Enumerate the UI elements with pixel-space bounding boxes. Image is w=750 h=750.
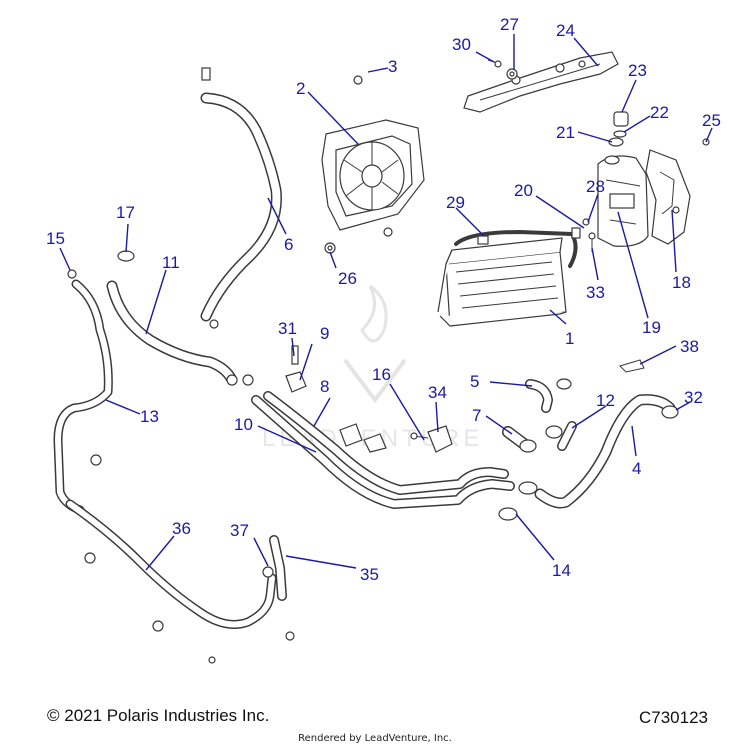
callout-35: 35: [360, 565, 379, 584]
callout-23: 23: [628, 61, 647, 80]
callout-18: 18: [672, 273, 691, 292]
callout-13: 13: [140, 407, 159, 426]
callout-14: 14: [552, 561, 571, 580]
callout-12: 12: [596, 391, 615, 410]
callout-21: 21: [556, 123, 575, 142]
part-2-fan-shroud: [321, 119, 425, 231]
part-38-tie: [619, 359, 645, 373]
part-17-clamp: [117, 250, 135, 262]
callout-24: 24: [556, 21, 575, 40]
callout-26: 26: [338, 269, 357, 288]
callout-9: 9: [320, 324, 329, 343]
callout-37: 37: [230, 521, 249, 540]
part-29-hose: [477, 235, 489, 245]
part-4-hose: [534, 394, 676, 509]
part-8-tube: [263, 391, 509, 495]
callout-27: 27: [500, 15, 519, 34]
part-37-clamp: [262, 566, 274, 578]
part-10-tube: [251, 395, 515, 509]
callout-20: 20: [514, 181, 533, 200]
callout-34: 34: [428, 383, 447, 402]
part-18-bottle-bracket: [645, 149, 691, 245]
part-11-hose: [106, 280, 238, 386]
part-9-clamp: [242, 371, 307, 393]
part-26-grommet: [324, 242, 336, 254]
callout-2: 2: [296, 79, 305, 98]
callout-1: 1: [565, 329, 574, 348]
part-16-bolt: [410, 432, 429, 440]
callout-17: 17: [116, 203, 135, 222]
part-30-screw: [487, 59, 502, 68]
part-36-hose: [65, 454, 295, 664]
part-24-bracket: [463, 51, 619, 113]
part-15-clamp: [67, 269, 77, 279]
part-7-fitting: [502, 425, 563, 453]
callout-4: 4: [632, 459, 641, 478]
part-35-hose: [269, 535, 287, 601]
callout-22: 22: [650, 103, 669, 122]
part-22-seal: [613, 130, 627, 138]
callout-8: 8: [320, 377, 329, 396]
callout-32: 32: [684, 388, 703, 407]
callout-25: 25: [702, 111, 721, 130]
callout-31: 31: [278, 319, 297, 338]
part-5-fitting: [525, 378, 572, 413]
part-23-cap: [613, 111, 629, 127]
callout-16: 16: [372, 365, 391, 384]
rendered-by-text: Rendered by LeadVenture, Inc.: [298, 733, 452, 744]
leader-lines: [59, 34, 713, 571]
part-12-elbow: [557, 421, 577, 451]
diagram-code: C730123: [638, 708, 708, 727]
callout-28-30: 30: [452, 35, 471, 54]
callout-10: 10: [234, 415, 253, 434]
callout-33: 33: [586, 283, 605, 302]
callout-38: 38: [680, 337, 699, 356]
callout-3: 3: [388, 57, 397, 76]
part-1-radiator: [437, 227, 581, 327]
part-14-clamp: [498, 481, 538, 521]
callout-29: 29: [446, 193, 465, 212]
part-27-grommet: [506, 68, 518, 80]
callout-36: 36: [172, 519, 191, 538]
callout-19: 19: [642, 318, 661, 337]
part-6-hose: [200, 67, 282, 329]
part-28-screw: [582, 218, 590, 226]
part-13-hose: [53, 279, 113, 515]
part-19-coolant-bottle: [597, 155, 649, 247]
callout-11: 11: [162, 253, 180, 272]
callout-6: 6: [284, 235, 293, 254]
part-3-screw: [353, 75, 363, 85]
callout-labels: 1 2 3 4 5 6 7 8 9 10 11 12 13 14 15 16 1…: [46, 15, 721, 584]
part-32-clamp: [661, 405, 679, 419]
part-mount-bracket: [339, 423, 387, 453]
part-34-bracket: [427, 425, 453, 453]
callout-15: 15: [46, 229, 65, 248]
callout-5: 5: [470, 372, 479, 391]
callout-28: 28: [586, 177, 605, 196]
copyright-text: © 2021 Polaris Industries Inc.: [47, 706, 270, 725]
callout-7: 7: [472, 406, 481, 425]
part-31-clip: [291, 345, 299, 365]
part-21-neck: [608, 137, 624, 147]
part-26-grommet-2: [383, 227, 393, 237]
